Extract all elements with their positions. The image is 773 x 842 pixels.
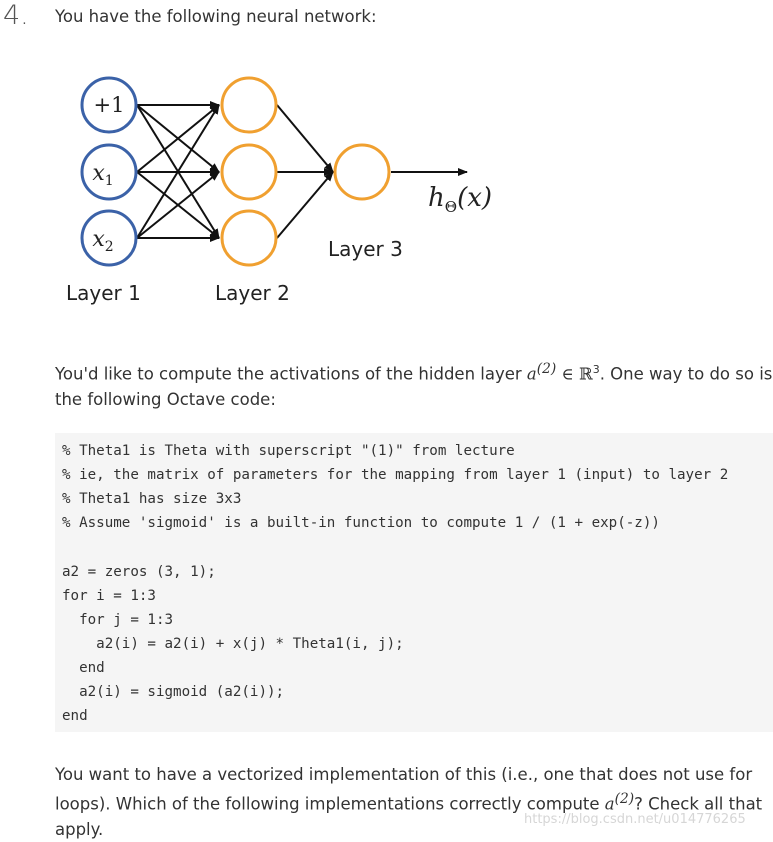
question-line-1: You want to have a vectorized implementa…	[55, 765, 753, 784]
hidden-node-3	[220, 209, 278, 267]
question-paragraph: You want to have a vectorized implementa…	[55, 762, 773, 842]
output-label: hΘ(x)	[428, 183, 492, 216]
question-line-3: apply.	[55, 819, 104, 839]
input-node-x1	[80, 143, 138, 201]
code-line: for j = 1:3	[62, 612, 174, 628]
input-node-bias	[80, 76, 138, 134]
code-line: for i = 1:3	[62, 588, 156, 604]
code-block: % Theta1 is Theta with superscript "(1)"…	[55, 433, 773, 732]
layer-1-label: Layer 1	[66, 281, 141, 305]
input-node-bias-label: +1	[94, 93, 125, 117]
code-line: % ie, the matrix of parameters for the m…	[62, 467, 729, 483]
hidden-node-1	[220, 76, 278, 134]
hidden-node-2	[220, 143, 278, 201]
code-line: % Theta1 is Theta with superscript "(1)"…	[62, 443, 515, 459]
code-line: a2(i) = sigmoid (a2(i));	[62, 684, 285, 700]
code-line: % Assume 'sigmoid' is a built-in functio…	[62, 515, 660, 531]
layer-2-label: Layer 2	[215, 281, 290, 305]
edges-layer2-to-layer3	[276, 104, 334, 239]
input-node-x1-label: x1	[92, 161, 113, 189]
neural-network-diagram: +1 x1 x2 hΘ(x) Layer 1 Layer 2 Layer 3	[66, 76, 492, 305]
watermark: https://blog.csdn.net/u014776265	[524, 812, 746, 827]
question-number: 4.	[3, 0, 29, 31]
code-line: % Theta1 has size 3x3	[62, 491, 242, 507]
question-title: You have the following neural network:	[55, 7, 377, 26]
edges-layer1-to-layer2	[136, 101, 220, 242]
code-line: a2(i) = a2(i) + x(j) * Theta1(i, j);	[62, 636, 404, 652]
output-node	[333, 143, 391, 201]
layer-3-label: Layer 3	[328, 237, 403, 261]
code-line: a2 = zeros (3, 1);	[62, 564, 216, 580]
intro-line-1: You'd like to compute the activations of…	[55, 361, 773, 384]
code-line: end	[62, 708, 88, 724]
question-line-2: loops). Which of the following implement…	[55, 791, 763, 814]
intro-paragraph: You'd like to compute the activations of…	[55, 357, 773, 412]
intro-line-2: the following Octave code:	[55, 389, 276, 409]
input-node-x2	[80, 209, 138, 267]
code-line: end	[62, 660, 105, 676]
input-node-x2-label: x2	[92, 227, 113, 255]
